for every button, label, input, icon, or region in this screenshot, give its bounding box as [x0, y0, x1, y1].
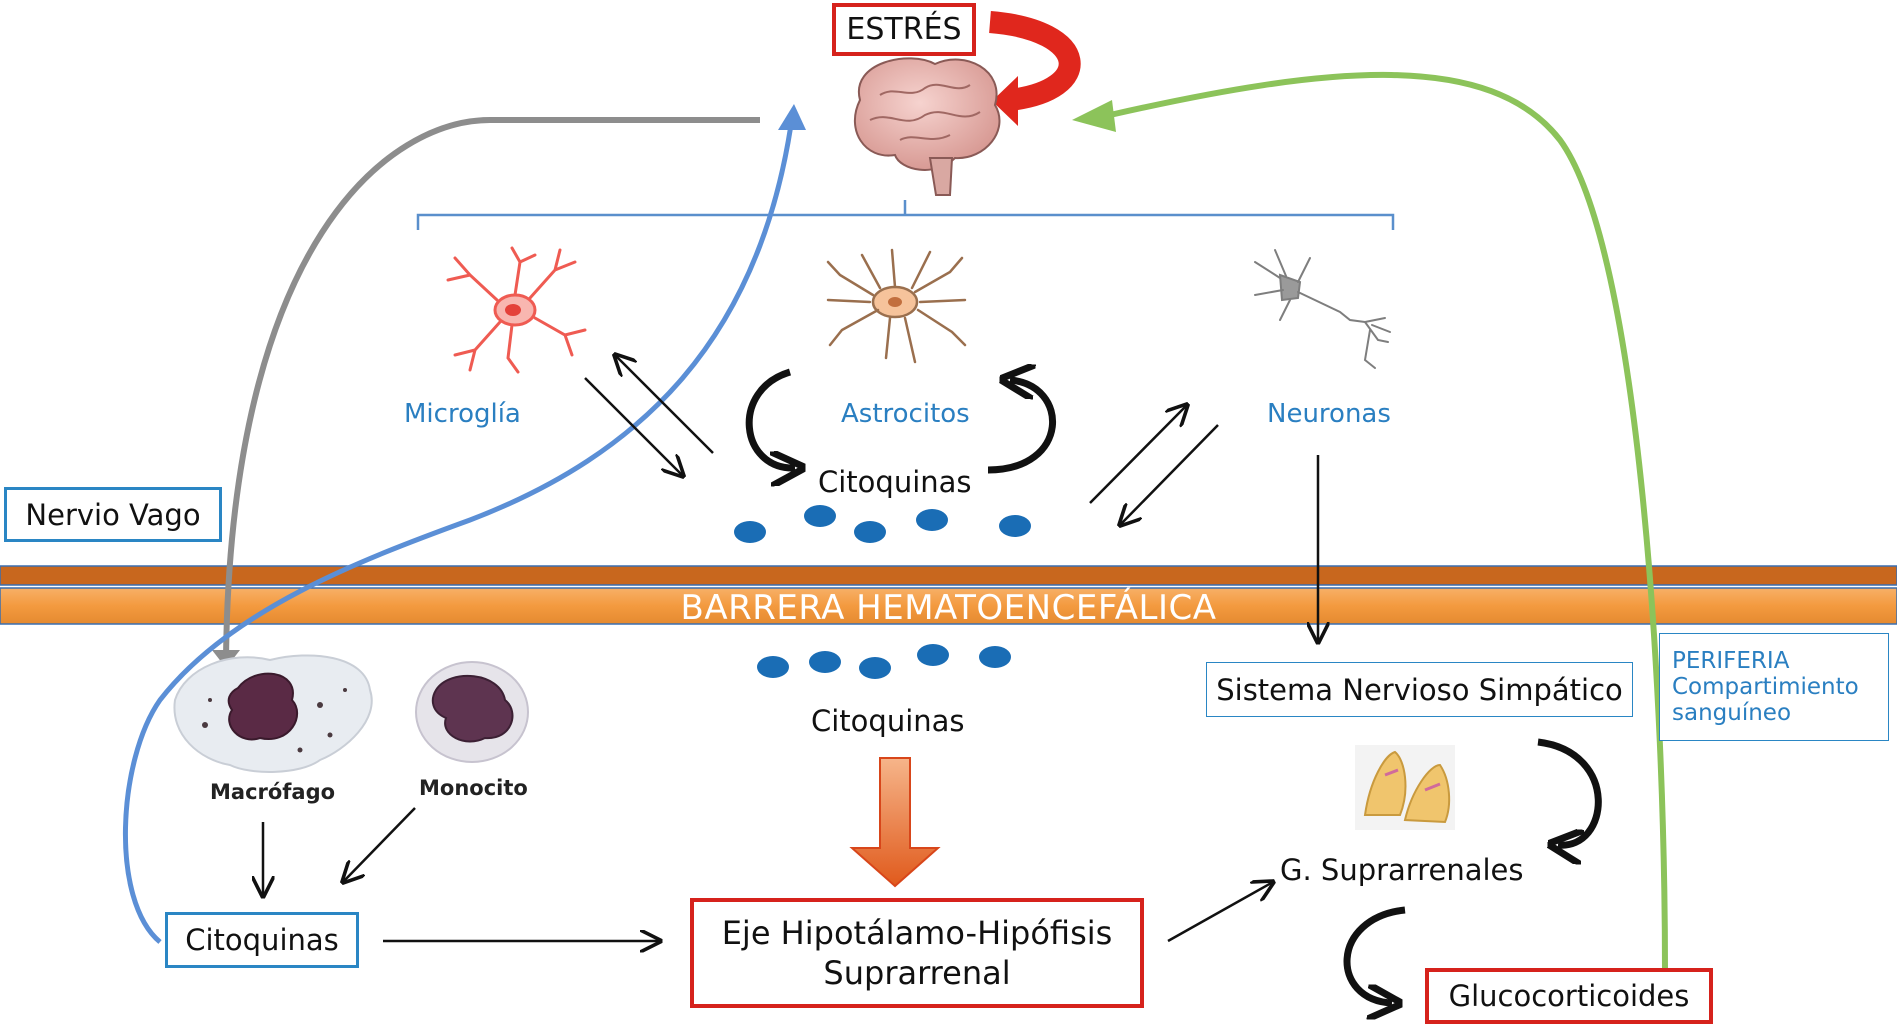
cytokines-box: Citoquinas — [165, 912, 359, 968]
stress-red-arrow — [989, 11, 1081, 111]
cytokines-to-hpa-arrow — [849, 757, 941, 888]
hpa-axis-box: Eje Hipotálamo-Hipófisis Suprarrenal — [690, 898, 1144, 1008]
microglia-cell-icon — [446, 246, 587, 374]
vagus-gray-arrow — [223, 117, 760, 661]
cytokines-box-label: Citoquinas — [185, 923, 339, 957]
blood-brain-barrier — [0, 565, 1897, 625]
cytokines-periphery-label: Citoquinas — [811, 704, 965, 738]
astrocyte-loop-left-arrow — [745, 368, 795, 468]
vagus-nerve-label: Nervio Vago — [25, 497, 201, 532]
adrenal-label: G. Suprarrenales — [1280, 853, 1524, 887]
macrophage-label: Macrófago — [210, 780, 336, 804]
arrow-monocyte-to-cytokines — [343, 807, 416, 882]
arrow-microglia-to-cytokines — [584, 377, 683, 476]
cytokines-cns-label: Citoquinas — [818, 465, 972, 499]
astrocyte-cell-icon — [826, 248, 967, 364]
neurons-label: Neuronas — [1267, 399, 1391, 429]
glucocorticoids-label: Glucocorticoides — [1448, 979, 1690, 1013]
adrenal-to-glucocorticoids-arrow — [1343, 906, 1406, 1003]
stress-label: ESTRÉS — [846, 12, 962, 47]
arrow-cytokines-to-neurons — [1089, 405, 1187, 504]
periphery-line1: PERIFERIA — [1672, 648, 1790, 674]
microglia-label: Microglía — [404, 399, 521, 429]
cytokine-dots-cns — [734, 505, 1031, 543]
astrocyte-loop-right-arrow — [987, 380, 1056, 474]
green-feedback-arrow — [1109, 71, 1668, 973]
cytokine-dots-periphery — [757, 644, 1011, 679]
blue-signal-arrowhead — [778, 104, 806, 130]
sympathetic-to-adrenal-arrow — [1537, 738, 1602, 845]
vagus-nerve-box: Nervio Vago — [4, 487, 222, 542]
blue-signal-arrow — [122, 117, 795, 944]
neuron-cell-icon — [1254, 249, 1391, 369]
green-feedback-arrowhead — [1072, 100, 1116, 132]
hpa-axis-line2: Suprarrenal — [823, 954, 1011, 992]
stress-box: ESTRÉS — [832, 3, 976, 56]
monocyte-cell-icon — [415, 661, 529, 763]
arrow-neurons-to-cytokines — [1120, 424, 1219, 525]
periphery-line3: sanguíneo — [1672, 700, 1792, 726]
stress-red-arrowhead — [992, 76, 1018, 126]
macrophage-cell-icon — [173, 654, 373, 773]
arrow-cytokines-to-microglia — [615, 355, 714, 454]
sympathetic-label: Sistema Nervioso Simpático — [1216, 672, 1623, 707]
arrow-hpa-to-adrenal — [1167, 882, 1273, 943]
monocyte-label: Monocito — [419, 776, 528, 800]
adrenal-gland-icon — [1355, 745, 1455, 830]
astrocytes-label: Astrocitos — [841, 399, 970, 429]
sympathetic-box: Sistema Nervioso Simpático — [1206, 662, 1633, 717]
glucocorticoids-box: Glucocorticoides — [1425, 968, 1713, 1024]
hpa-axis-line1: Eje Hipotálamo-Hipófisis — [721, 914, 1113, 952]
brain-icon — [854, 57, 1001, 196]
periphery-line2: Compartimiento — [1672, 674, 1859, 700]
periphery-box: PERIFERIA Compartimiento sanguíneo — [1659, 633, 1889, 741]
cns-bracket — [416, 200, 1395, 230]
barrier-label: BARRERA HEMATOENCEFÁLICA — [680, 588, 1217, 628]
